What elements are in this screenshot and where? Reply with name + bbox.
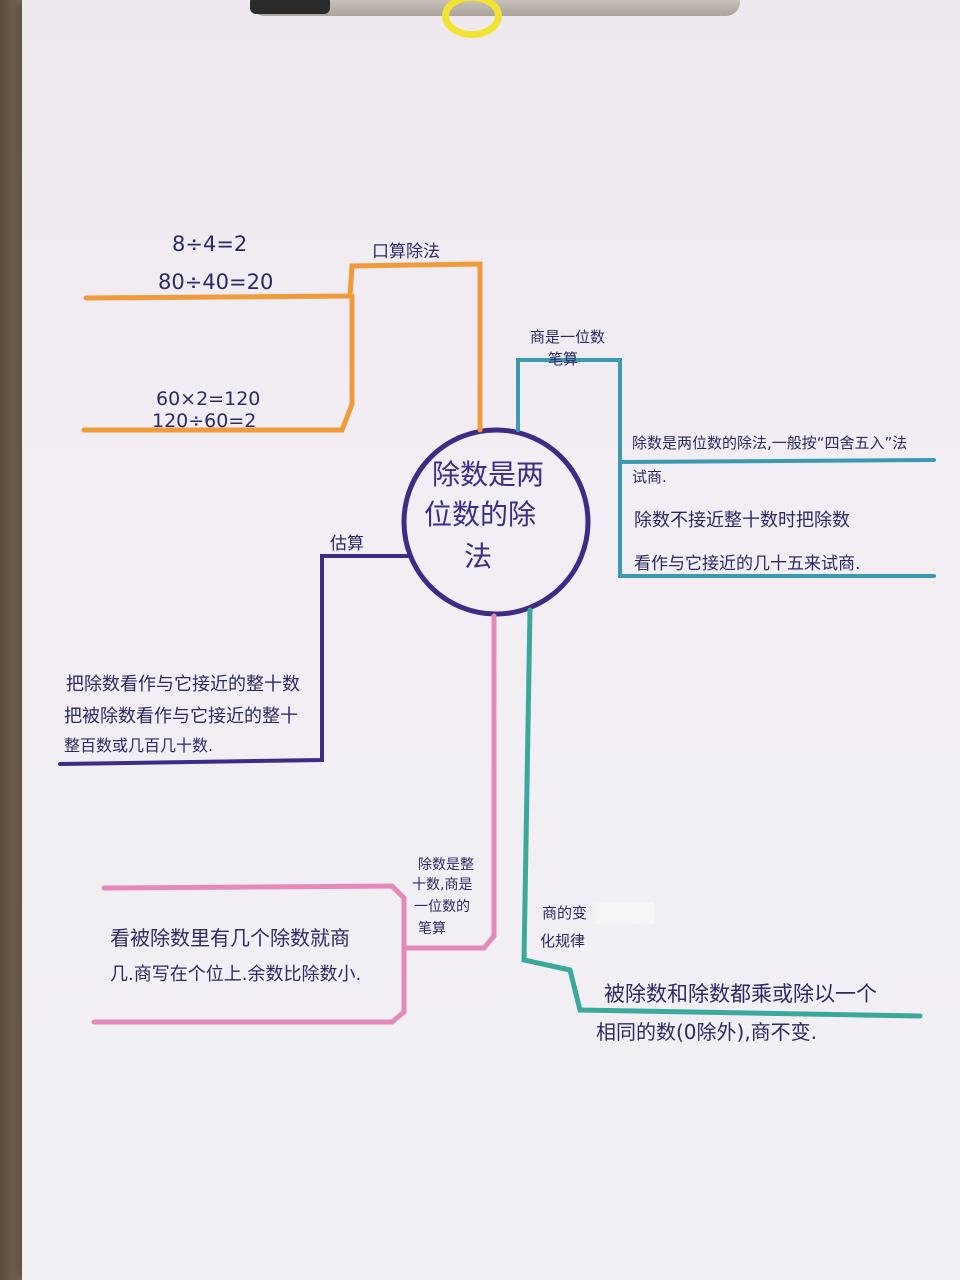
quotient-rule-text-2: 相同的数(0除外),商不变. <box>596 1020 818 1044</box>
blurred-patch <box>596 902 654 924</box>
branch-oral-lines <box>81 261 483 433</box>
estimate-line-2: 把被除数看作与它接近的整十 <box>64 706 298 727</box>
one-digit-label-2: 笔算 <box>548 350 579 368</box>
oral-example-1: 8÷4=2 <box>172 232 248 256</box>
branch-whole-tens-lines <box>91 613 497 1025</box>
whole-tens-text-2: 几.商写在个位上.余数比除数小. <box>110 964 362 985</box>
center-line-1: 除数是两 <box>432 458 545 491</box>
estimate-line-3: 整百数或几百几十数. <box>64 736 214 755</box>
clip-ring <box>442 0 502 38</box>
estimate-line-1: 把除数看作与它接近的整十数 <box>66 674 300 695</box>
estimate-label: 估算 <box>330 534 364 554</box>
center-topic: 除数是两 位数的除 法 <box>402 437 592 607</box>
one-digit-text-1a: 除数是两位数的除法,一般按“四舍五入”法 <box>632 434 908 452</box>
whole-tens-label-4: 笔算 <box>418 921 446 937</box>
oral-example-2: 80÷40=20 <box>158 270 274 294</box>
branch-one-digit-lines <box>516 358 936 578</box>
oral-example-3: 60×2=120 <box>156 388 261 410</box>
branch-quotient-rule-lines <box>521 607 923 1019</box>
center-line-2: 位数的除 <box>424 498 537 531</box>
center-circle <box>401 427 591 617</box>
branch-estimate-lines <box>58 554 410 766</box>
whole-tens-label-1: 除数是整 <box>418 857 474 873</box>
one-digit-text-1b: 试商. <box>632 468 667 486</box>
quotient-rule-label-1: 商的变 <box>542 904 588 922</box>
one-digit-text-2a: 除数不接近整十数时把除数 <box>634 510 850 531</box>
whole-tens-label-2: 十数,商是 <box>412 877 473 893</box>
one-digit-label-1: 商是一位数 <box>530 328 606 346</box>
one-digit-text-2b: 看作与它接近的几十五来试商. <box>634 554 861 574</box>
whole-tens-label-3: 一位数的 <box>414 899 470 915</box>
whole-tens-text-1: 看被除数里有几个除数就商 <box>110 926 350 950</box>
quotient-rule-label-2: 化规律 <box>540 932 586 950</box>
oral-example-4: 120÷60=2 <box>152 410 257 432</box>
quotient-rule-text-1: 被除数和除数都乘或除以一个 <box>604 982 877 1006</box>
clip-lever <box>250 0 330 14</box>
center-line-3: 法 <box>464 540 493 573</box>
paper-sheet <box>22 0 960 1280</box>
oral-division-label: 口算除法 <box>372 242 440 262</box>
